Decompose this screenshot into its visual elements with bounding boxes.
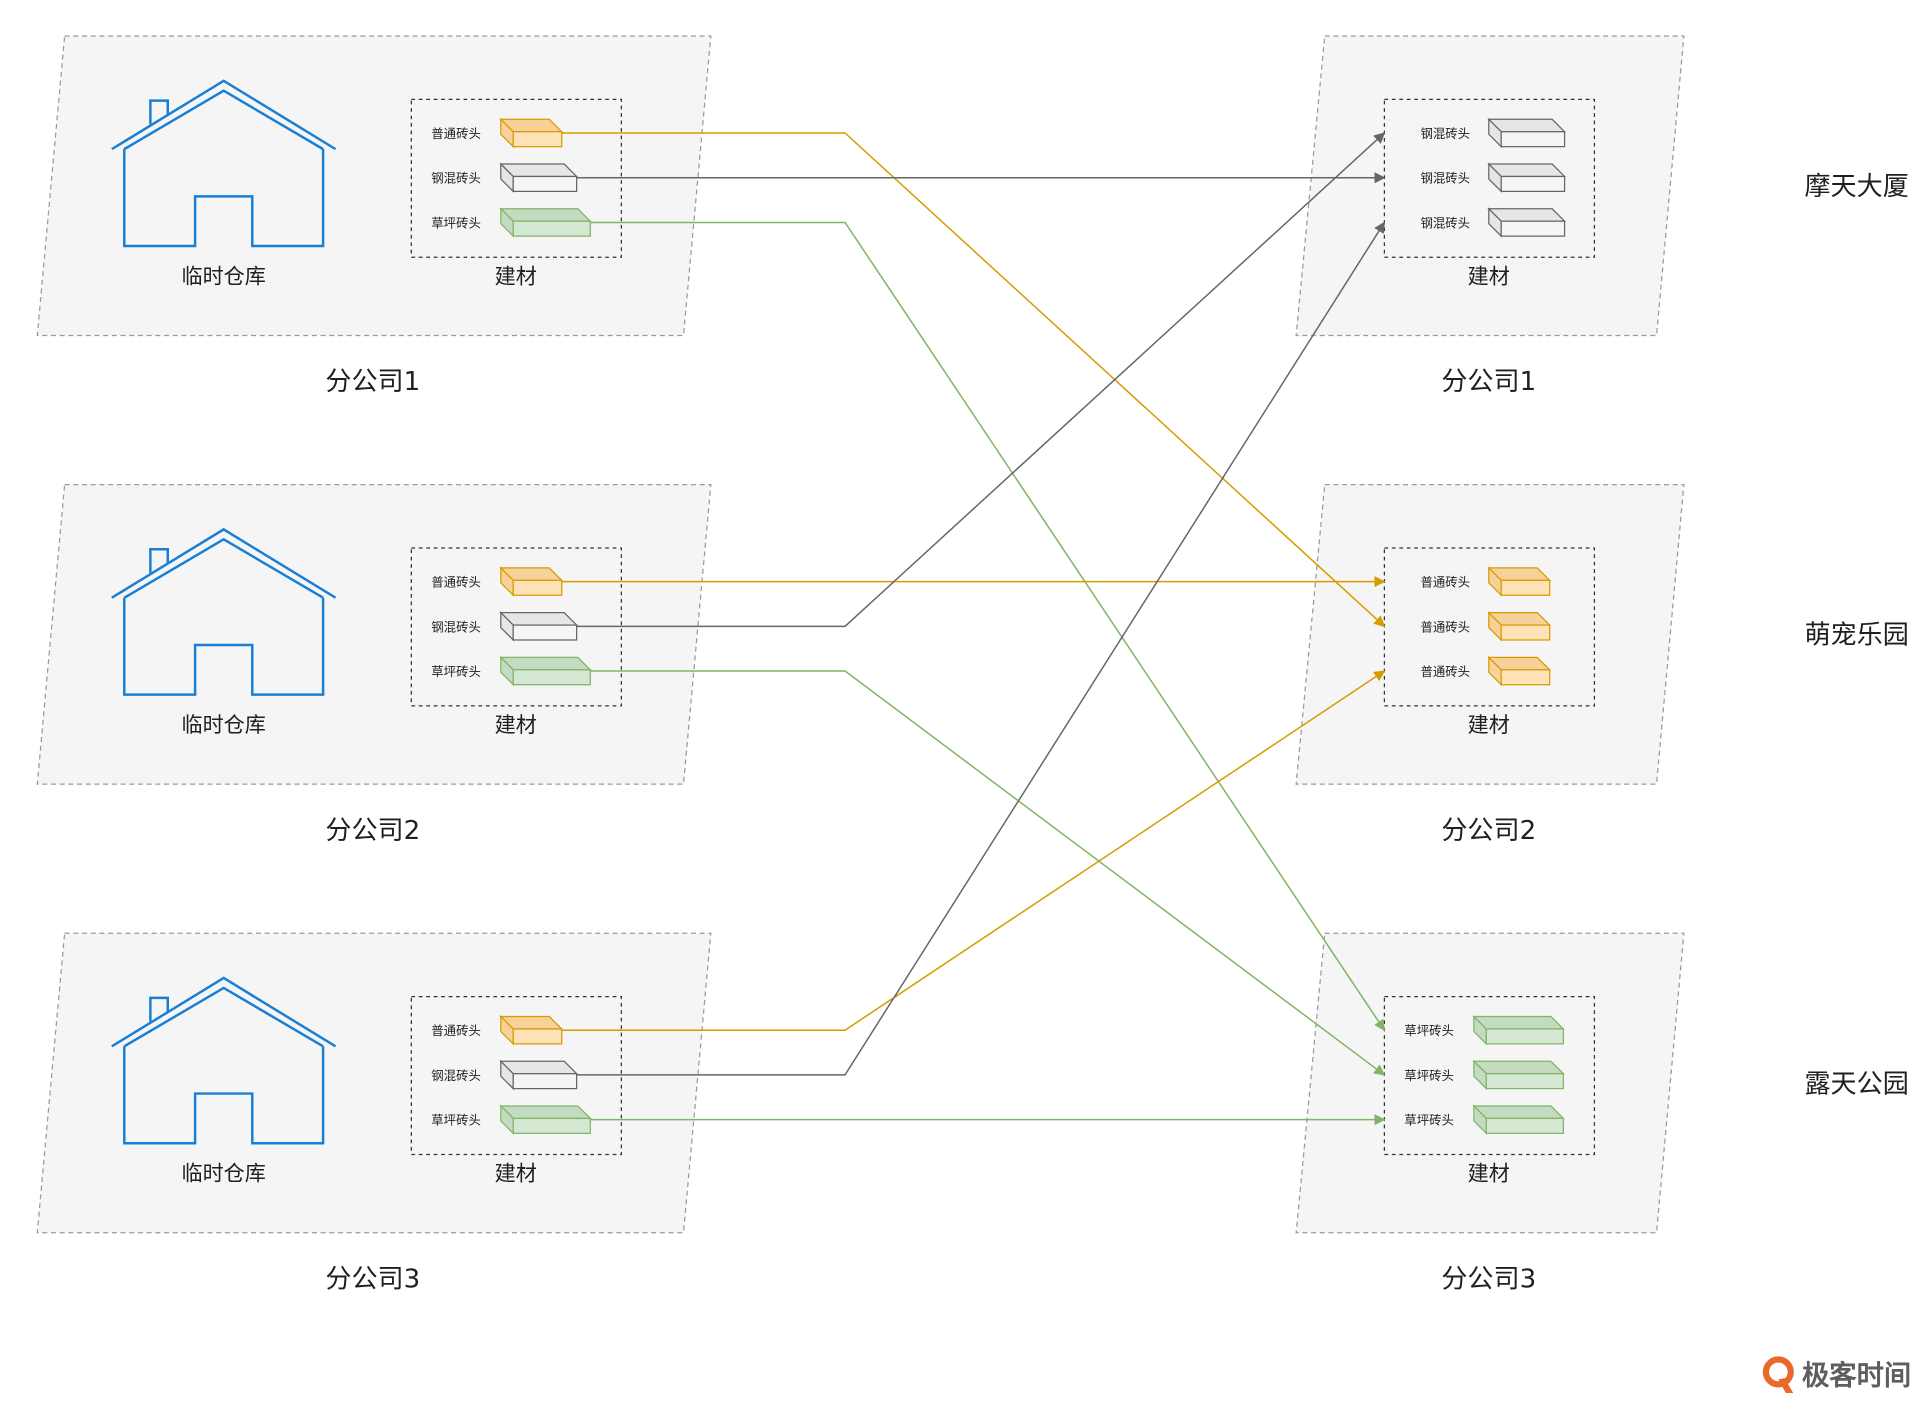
warehouse-label: 临时仓库	[181, 263, 265, 288]
material-group	[410, 547, 622, 707]
company-label: 分公司1	[1441, 367, 1536, 397]
material-label: 草坪砖头	[1404, 1023, 1454, 1038]
company-label: 分公司3	[325, 1264, 420, 1294]
site-label: 露天公园	[1804, 1069, 1908, 1099]
flow-edge-steel	[576, 221, 1386, 1076]
material-label: 草坪砖头	[431, 215, 481, 230]
house-icon	[111, 527, 337, 696]
panels-layer: 临时仓库建材分公司1普通砖头钢混砖头草坪砖头临时仓库建材分公司2普通砖头钢混砖头…	[36, 35, 1909, 1294]
brick-icon	[499, 207, 592, 238]
brick-icon	[1487, 611, 1552, 642]
brick-icon	[499, 655, 592, 687]
flow-edge-normal	[561, 132, 1386, 628]
material-label: 草坪砖头	[431, 1113, 481, 1128]
material-label: 普通砖头	[1420, 575, 1470, 590]
flow-edge-steel	[576, 132, 1386, 628]
site-label: 摩天大厦	[1804, 172, 1908, 202]
group-label: 建材	[1468, 712, 1510, 737]
material-label: 钢混砖头	[1420, 215, 1470, 230]
company-label: 分公司3	[1441, 1264, 1536, 1294]
brick-icon	[1487, 207, 1567, 238]
logo-text: 极客时间	[1802, 1359, 1911, 1391]
group-label: 建材	[495, 1161, 537, 1186]
material-label: 普通砖头	[431, 575, 481, 590]
material-group	[410, 98, 622, 258]
group-label: 建材	[1468, 263, 1510, 288]
material-group	[410, 996, 622, 1156]
brick-icon	[1487, 162, 1567, 193]
brick-icon	[1487, 655, 1552, 687]
company-label: 分公司2	[1441, 816, 1536, 846]
edges-layer	[561, 132, 1386, 1126]
company-panel	[1295, 35, 1685, 337]
flow-edge-normal	[561, 670, 1386, 1031]
brick-icon	[499, 1015, 564, 1046]
material-label: 草坪砖头	[431, 664, 481, 679]
geektime-logo-icon	[1762, 1356, 1794, 1394]
brick-icon	[1472, 1104, 1565, 1135]
material-label: 钢混砖头	[431, 171, 481, 186]
material-label: 钢混砖头	[431, 1068, 481, 1083]
group-label: 建材	[495, 712, 537, 737]
brick-icon	[1472, 1015, 1565, 1046]
site-label: 萌宠乐园	[1804, 621, 1908, 651]
brick-icon	[499, 566, 564, 597]
brick-icon	[499, 162, 579, 193]
brick-icon	[499, 611, 579, 642]
company-panel	[36, 484, 712, 785]
group-label: 建材	[1468, 1161, 1510, 1186]
brick-icon	[1487, 117, 1567, 149]
brick-icon	[1472, 1059, 1565, 1091]
warehouse-label: 临时仓库	[181, 1161, 265, 1186]
brick-icon	[499, 1059, 579, 1091]
material-label: 普通砖头	[1420, 664, 1470, 679]
material-label: 钢混砖头	[1420, 126, 1470, 141]
brick-icon	[499, 117, 564, 149]
material-label: 普通砖头	[1420, 619, 1470, 634]
material-label: 普通砖头	[431, 1023, 481, 1038]
company-panel	[1295, 484, 1685, 785]
house-icon	[111, 79, 337, 248]
material-label: 普通砖头	[431, 126, 481, 141]
company-panel	[36, 932, 712, 1234]
company-panel	[36, 35, 712, 337]
material-label: 草坪砖头	[1404, 1113, 1454, 1128]
flow-edge-grass	[590, 670, 1386, 1076]
company-label: 分公司1	[325, 367, 420, 397]
brick-icon	[499, 1104, 592, 1135]
warehouse-label: 临时仓库	[181, 712, 265, 737]
material-label: 钢混砖头	[1420, 171, 1470, 186]
material-label: 草坪砖头	[1404, 1068, 1454, 1083]
group-label: 建材	[495, 263, 537, 288]
logo: 极客时间	[1762, 1356, 1911, 1394]
material-label: 钢混砖头	[431, 619, 481, 634]
house-icon	[111, 976, 337, 1145]
brick-icon	[1487, 566, 1552, 597]
flow-edge-grass	[590, 221, 1386, 1032]
company-label: 分公司2	[325, 816, 420, 846]
